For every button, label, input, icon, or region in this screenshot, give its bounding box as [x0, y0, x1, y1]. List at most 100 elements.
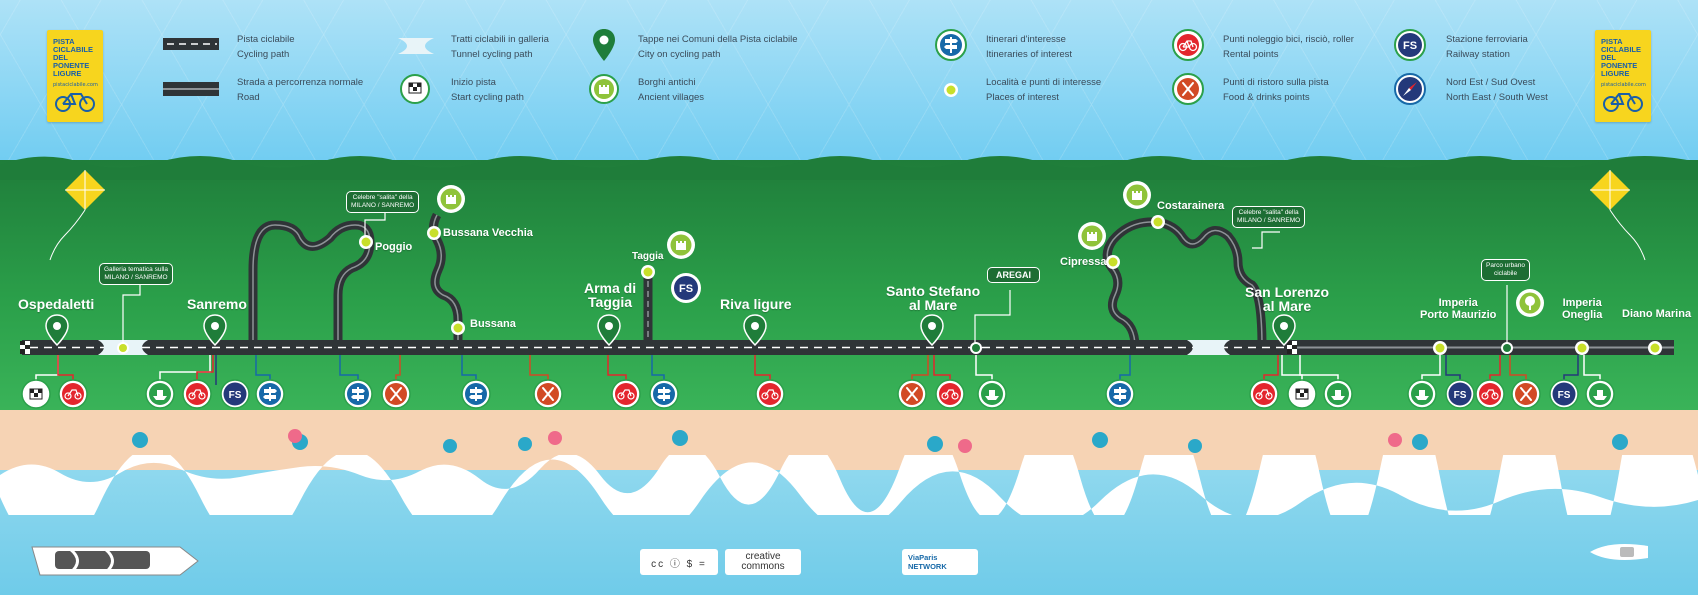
castle-icon[interactable]: [1077, 221, 1107, 251]
town-cipressa: Cipressa: [1060, 256, 1107, 268]
start-flag-icon: [1287, 379, 1317, 409]
legend-en: Itineraries of interest: [986, 49, 1073, 60]
boat-icon: [1407, 379, 1437, 409]
ferry-icon: [31, 546, 199, 576]
cycling-path-icon: [163, 38, 219, 50]
map-pin-icon[interactable]: [203, 314, 227, 346]
railway-icon: FS: [1445, 379, 1475, 409]
place-dot-icon[interactable]: [115, 340, 131, 356]
tree-icon[interactable]: [1515, 288, 1545, 318]
legend-food: Punti di ristoro sulla pista Food & drin…: [1223, 75, 1329, 105]
town-line: Porto Maurizio: [1420, 309, 1497, 321]
fs-badge-text: FS: [679, 283, 693, 295]
town-bussana: Bussana: [470, 318, 516, 330]
legend-it: Stazione ferroviaria: [1446, 34, 1528, 45]
legend-it: Itinerari d'interesse: [986, 34, 1066, 45]
bicycle-icon: [55, 93, 95, 112]
legend-road: Strada a percorrenza normale Road: [237, 75, 363, 105]
logo-right-line-4: LIGURE: [1601, 69, 1630, 78]
place-dot-icon[interactable]: [1574, 340, 1590, 356]
legend-railway: Stazione ferroviaria Railway station: [1446, 32, 1528, 62]
start-flag-icon: [21, 379, 51, 409]
town-arma-di-taggia: Arma di Taggia: [584, 281, 636, 309]
callout-line: MILANO / SANREMO: [104, 274, 168, 281]
callout-line: ciclabile: [1493, 270, 1518, 277]
food-icon: [381, 379, 411, 409]
place-dot-icon[interactable]: [1647, 340, 1663, 356]
map-pin-icon[interactable]: [743, 314, 767, 346]
callout-line: Celebre "salita" della: [1238, 209, 1299, 216]
creative-commons-logo[interactable]: creative commons: [725, 549, 801, 575]
place-dot-icon[interactable]: [968, 340, 984, 356]
town-diano-marina: Diano Marina: [1622, 308, 1692, 320]
legend-start: Inizio pista Start cycling path: [451, 75, 524, 105]
logo-right-line-2: CICLABILE: [1601, 45, 1641, 54]
castle-icon[interactable]: [666, 230, 696, 260]
place-dot-icon[interactable]: [640, 264, 656, 280]
kite-icon: [49, 170, 105, 261]
map-pin-icon[interactable]: [597, 314, 621, 346]
place-dot-icon[interactable]: [358, 234, 374, 250]
boat-icon: [145, 379, 175, 409]
logo-left: PISTA CICLABILE DEL PONENTE LIGURE pista…: [47, 30, 103, 122]
logo-left-line-1: PISTA: [53, 37, 75, 46]
legend-it: Punti di ristoro sulla pista: [1223, 77, 1329, 88]
railway-icon: FS: [220, 379, 250, 409]
place-dot-icon[interactable]: [1432, 340, 1448, 356]
town-riva-ligure: Riva ligure: [720, 296, 792, 312]
place-dot-icon[interactable]: [426, 225, 442, 241]
legend-en: Tunnel cycling path: [451, 49, 533, 60]
legend-compass: Nord Est / Sud Ovest North East / South …: [1446, 75, 1548, 105]
food-icon: [1511, 379, 1541, 409]
place-dot-icon[interactable]: [1150, 214, 1166, 230]
cc-symbols-text: cc ⓘ $ =: [651, 558, 707, 570]
legend-it: Punti noleggio bici, risciò, roller: [1223, 34, 1354, 45]
castle-icon[interactable]: [436, 184, 466, 214]
green-land: [0, 160, 1698, 420]
place-dot-icon[interactable]: [450, 320, 466, 336]
legend-city: Tappe nei Comuni della Pista ciclabile C…: [638, 32, 797, 62]
town-line: Taggia: [588, 294, 633, 310]
bike-rental-icon: [1172, 29, 1204, 61]
beach-umbrellas: [132, 429, 1628, 453]
place-dot-icon[interactable]: [1499, 340, 1515, 356]
legend-it: Borghi antichi: [638, 77, 696, 88]
logo-left-line-3: DEL PONENTE: [53, 53, 90, 70]
town-imperia-oneglia: Imperia Oneglia: [1562, 297, 1602, 321]
place-dot-icon[interactable]: [1105, 254, 1121, 270]
railway-icon[interactable]: FS: [670, 272, 702, 304]
legend-en: Ancient villages: [638, 92, 705, 103]
logo-left-url: pistaciclabile.com: [53, 82, 98, 88]
viaparis-network-logo[interactable]: ViaParis NETWORK: [902, 549, 978, 575]
surf-foam: [0, 455, 1698, 515]
town-line: Santo Stefano: [886, 283, 981, 299]
legend-it: Tratti ciclabili in galleria: [451, 34, 549, 45]
legend-rental: Punti noleggio bici, risciò, roller Rent…: [1223, 32, 1354, 62]
cc-license-symbols[interactable]: cc ⓘ $ =: [640, 549, 718, 575]
town-imperia-pm: Imperia Porto Maurizio: [1420, 297, 1496, 321]
town-line: al Mare: [908, 297, 958, 313]
town-line: Arma di: [584, 280, 637, 296]
callout-line: Celebre "salita" della: [352, 194, 413, 201]
town-sanremo: Sanremo: [187, 296, 247, 312]
place-dot-icon: [944, 83, 958, 97]
legend-villages: Borghi antichi Ancient villages: [638, 75, 704, 105]
boat-icon: [1585, 379, 1615, 409]
signpost-icon: [649, 379, 679, 409]
legend-en: Cycling path: [237, 49, 290, 60]
railway-icon: FS: [1549, 379, 1579, 409]
cc-text-2: commons: [741, 561, 785, 572]
map-pin-icon[interactable]: [920, 314, 944, 346]
map-pin-icon[interactable]: [45, 314, 69, 346]
town-bussana-vecchia: Bussana Vecchia: [443, 227, 533, 239]
callout-salita-2: Celebre "salita" della MILANO / SANREMO: [1232, 206, 1306, 228]
callout-salita-1: Celebre "salita" della MILANO / SANREMO: [346, 191, 420, 213]
map-pin-icon[interactable]: [1272, 314, 1296, 346]
railway-icon: FS: [1394, 29, 1426, 61]
bike-rental-icon: [182, 379, 212, 409]
castle-icon[interactable]: [1122, 180, 1152, 210]
logo-right-line-1: PISTA: [1601, 37, 1623, 46]
signpost-icon: [935, 29, 967, 61]
callout-parco: Parco urbano ciclabile: [1481, 259, 1531, 281]
town-poggio: Poggio: [375, 241, 413, 253]
